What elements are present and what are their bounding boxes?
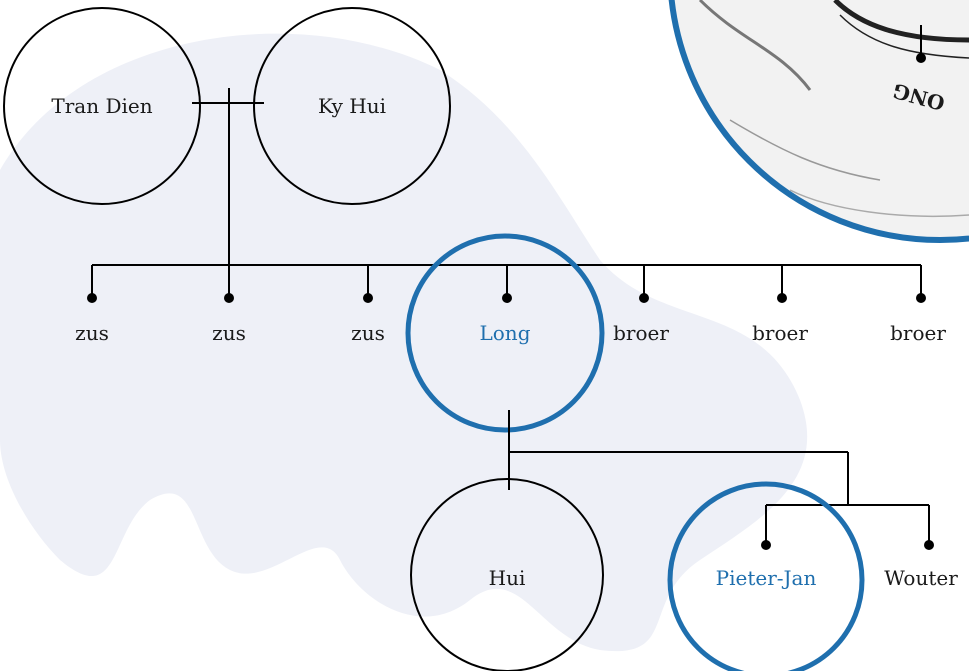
person-circle-self [405, 233, 605, 433]
sibling-dot [87, 293, 97, 303]
person-circle-father [3, 7, 201, 205]
sibling-dot [502, 293, 512, 303]
sibling-dot [916, 293, 926, 303]
photo-sketch-line [698, 0, 812, 91]
stamp-photo: ONG [668, 0, 969, 243]
child-dot [924, 540, 934, 550]
sibling-label: zus [351, 321, 385, 345]
sibling-dot [639, 293, 649, 303]
sibling-label: broer [752, 321, 808, 345]
sibling-label: broer [613, 321, 669, 345]
person-circle-child-hui [410, 478, 604, 671]
sibling-label: zus [75, 321, 109, 345]
sibling-label: broer [890, 321, 946, 345]
person-name-child-wouter: Wouter [884, 566, 958, 590]
person-name-self: Long [479, 321, 530, 345]
person-name-mother: Ky Hui [318, 94, 386, 118]
photo-connector-dot [916, 53, 926, 63]
person-circle-mother [253, 7, 451, 205]
sibling-dot [777, 293, 787, 303]
photo-frame-circle [668, 0, 969, 243]
person-name-father: Tran Dien [51, 94, 152, 118]
sibling-label: zus [212, 321, 246, 345]
stamp-ring [839, 14, 969, 59]
photo-sketch-line [729, 119, 881, 181]
person-name-child-pieter-jan: Pieter-Jan [716, 566, 817, 590]
sibling-dot [363, 293, 373, 303]
sibling-dot [224, 293, 234, 303]
person-name-child-hui: Hui [489, 566, 526, 590]
background-ghost-shape [0, 33, 808, 652]
person-circle-child-pieter-jan [667, 481, 865, 671]
stamp-ring [833, 0, 969, 43]
photo-background [670, 0, 969, 240]
child-dot [761, 540, 771, 550]
photo-sketch-line [789, 189, 969, 217]
